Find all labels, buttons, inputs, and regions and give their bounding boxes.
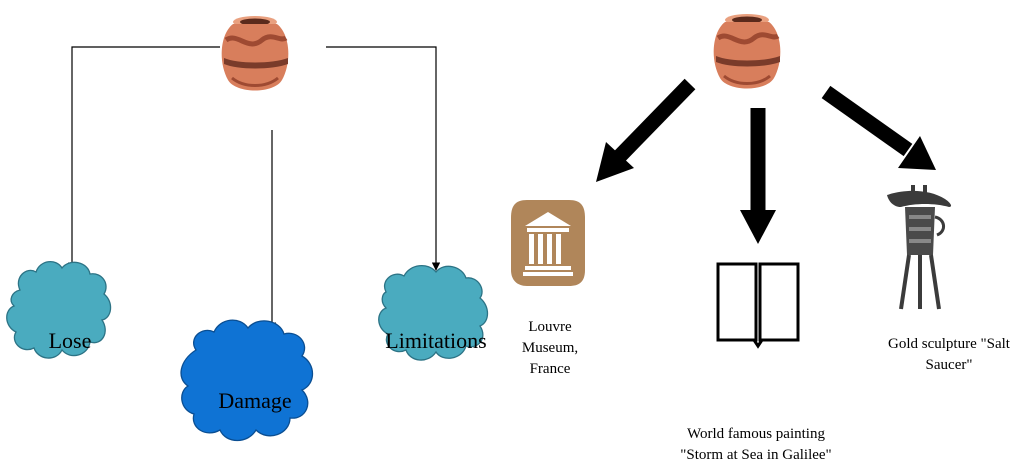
museum-building-icon: [511, 200, 585, 286]
connector-lose: [67, 46, 220, 271]
caption-louvre-line-2: Museum,: [521, 340, 579, 356]
thick-arrow-painting: [740, 108, 776, 244]
thick-arrow-louvre: [596, 78, 696, 182]
caption-painting-line-1: World famous painting: [687, 426, 825, 442]
clay-pot-icon: [713, 14, 781, 89]
cloud-label-damage: Damage: [218, 388, 292, 413]
connector-limitations: [326, 46, 441, 271]
caption-painting-line-2: "Storm at Sea in Galilee": [680, 447, 832, 463]
bronze-vessel-icon: [887, 185, 952, 310]
caption-sculpture-line-2: Saucer": [925, 357, 973, 373]
thick-arrow-sculpture: [821, 85, 936, 170]
caption-louvre: Louvre Museum, France: [505, 317, 595, 380]
cloud-label-lose: Lose: [48, 328, 92, 353]
cloud-limitations: [378, 265, 489, 361]
cloud-damage: [180, 319, 314, 442]
open-book-icon: [716, 262, 800, 349]
caption-sculpture-line-1: Gold sculpture "Salt: [888, 336, 1010, 352]
cloud-label-limitations: Limitations: [385, 328, 487, 353]
clay-pot-icon: [221, 16, 289, 91]
caption-louvre-line-1: Louvre: [528, 319, 572, 335]
cloud-lose: [6, 261, 112, 359]
caption-louvre-line-3: France: [529, 361, 571, 377]
caption-sculpture: Gold sculpture "Salt Saucer": [878, 334, 1020, 376]
caption-painting: World famous painting "Storm at Sea in G…: [650, 424, 862, 466]
